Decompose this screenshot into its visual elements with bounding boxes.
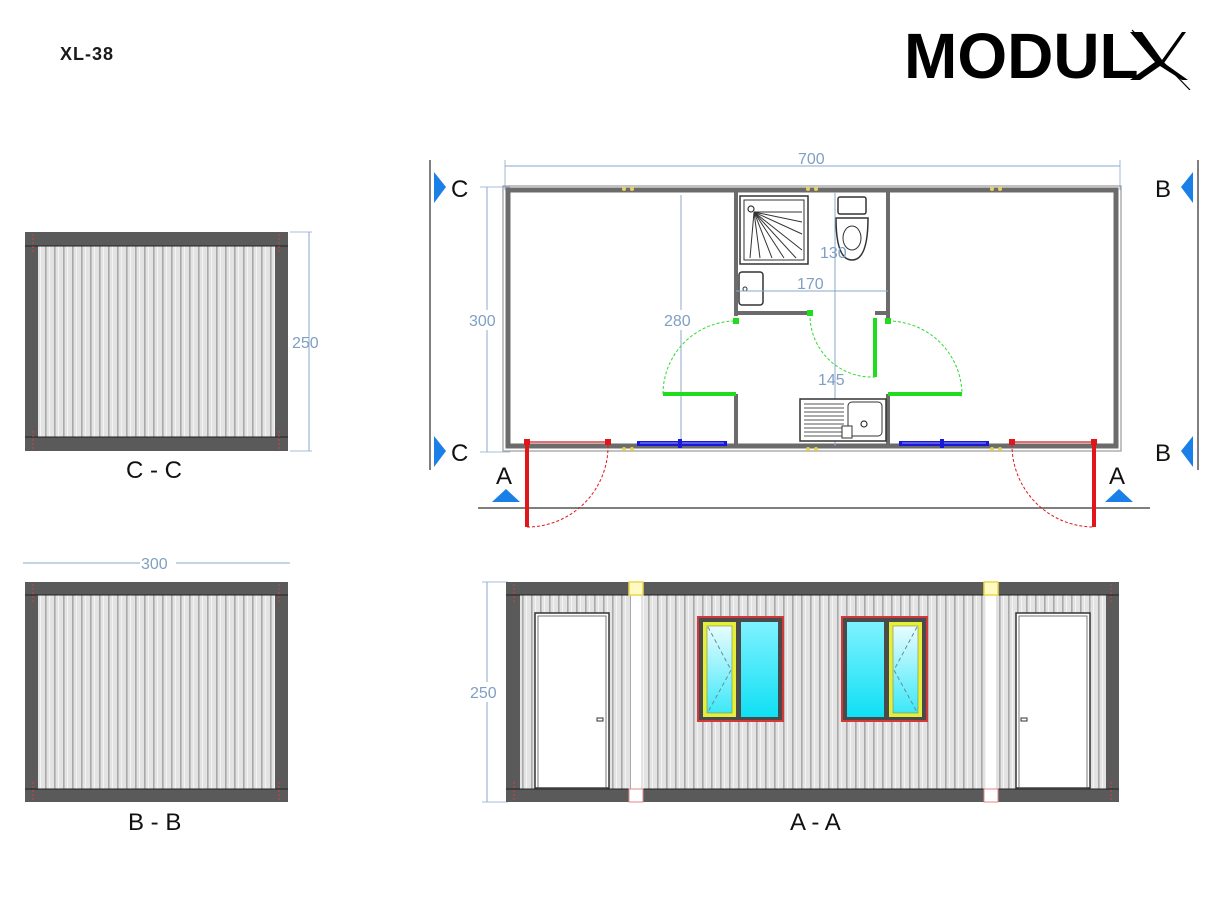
toilet-icon <box>835 196 869 261</box>
logo-main-text: MODUL <box>904 20 1139 90</box>
kitchen-sink-icon <box>799 398 887 442</box>
elevation-door-left-icon <box>534 612 610 789</box>
exterior-door-left-icon <box>524 439 611 528</box>
section-marker-c-top-icon <box>434 172 446 203</box>
cc-height-dimension: 250 <box>292 335 319 352</box>
elevation-window-right-icon <box>841 616 928 722</box>
modulx-logo-icon: MODUL <box>904 20 1191 92</box>
plan-window-right-icon <box>899 439 989 448</box>
aa-height-dimension: 250 <box>470 685 497 702</box>
interior-depth-dimension: 280 <box>664 313 691 330</box>
bb-title: B - B <box>128 809 181 836</box>
section-marker-b-top-icon <box>1181 172 1193 203</box>
section-cc: 250 C - C <box>25 231 319 484</box>
brand-logo: MODUL <box>904 20 1194 92</box>
section-marker-c-bottom-icon <box>434 436 446 467</box>
marker-b-bottom: B <box>1155 440 1171 467</box>
washbasin-icon <box>738 271 764 306</box>
bathroom-width-dimension: 170 <box>797 276 824 293</box>
section-marker-a-left-icon <box>492 489 520 502</box>
cc-title: C - C <box>126 457 182 484</box>
marker-a-right: A <box>1109 463 1125 490</box>
corridor-depth-dimension: 145 <box>818 372 845 389</box>
aa-title: A - A <box>790 809 841 836</box>
section-marker-b-bottom-icon <box>1181 436 1193 467</box>
marker-c-bottom: C <box>451 440 468 467</box>
marker-c-top: C <box>451 176 468 203</box>
marker-b-top: B <box>1155 176 1171 203</box>
interior-door-bathroom-icon <box>807 310 877 378</box>
elevation-door-right-icon <box>1015 612 1091 789</box>
shower-tray-icon <box>739 195 809 265</box>
plan-window-left-icon <box>637 439 727 448</box>
model-code: XL-38 <box>60 44 115 64</box>
bb-width-dimension: 300 <box>141 556 168 573</box>
section-bb: 300 B - B <box>23 553 290 836</box>
bathroom-depth-dimension: 130 <box>820 245 847 262</box>
plan-width-dimension: 300 <box>469 313 496 330</box>
plan-length-dimension: 700 <box>798 151 825 168</box>
floor-plan: C C B B A A 700 300 280 <box>429 151 1199 528</box>
exterior-door-right-icon <box>1009 439 1097 528</box>
marker-a-left: A <box>496 463 512 490</box>
elevation-window-left-icon <box>697 616 784 722</box>
section-aa: 250 <box>469 581 1119 836</box>
section-marker-a-right-icon <box>1105 489 1133 502</box>
interior-door-left-icon <box>662 318 739 396</box>
interior-door-right-icon <box>885 318 963 396</box>
